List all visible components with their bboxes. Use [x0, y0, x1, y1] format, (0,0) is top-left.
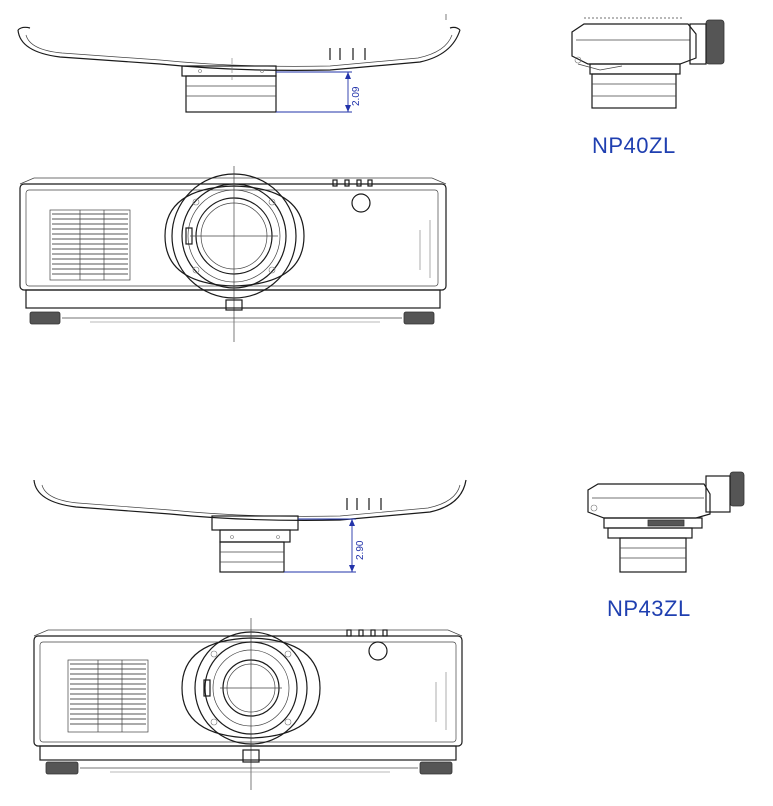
- model-label-np40zl: NP40ZL: [592, 133, 676, 158]
- dimension-np40zl: 2.09: [276, 71, 362, 113]
- dimension-label-np40zl: 2.09: [351, 86, 362, 106]
- section-np43zl: 2.90: [33, 471, 745, 790]
- section-np40zl: 2.09: [17, 14, 725, 342]
- top-view-np43zl: [33, 479, 467, 573]
- side-view-np43zl: [587, 471, 745, 573]
- front-view-np40zl: [19, 166, 447, 342]
- top-view-np40zl: [17, 14, 461, 113]
- side-view-np40zl: [571, 17, 725, 109]
- dimension-label-np43zl: 2.90: [355, 540, 366, 560]
- dimension-np43zl: 2.90: [284, 518, 366, 573]
- front-view-np43zl: [33, 618, 463, 790]
- model-label-np43zl: NP43ZL: [607, 596, 691, 621]
